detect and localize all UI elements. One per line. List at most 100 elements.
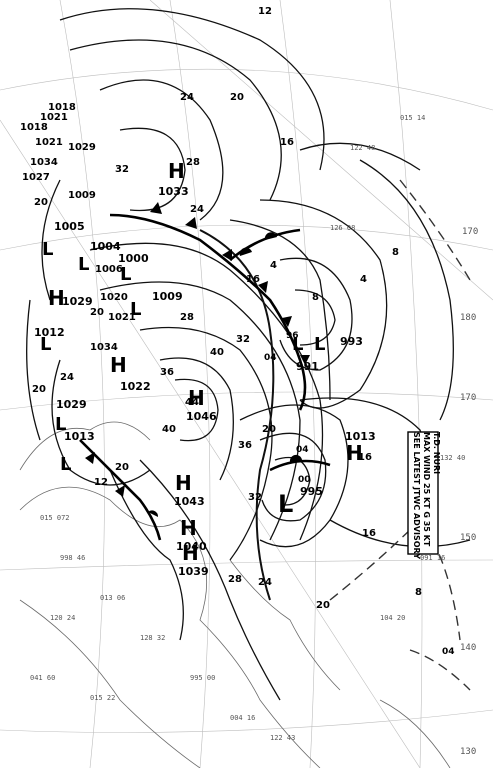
svg-text:998 46: 998 46: [60, 554, 85, 562]
svg-text:991: 991: [296, 360, 319, 373]
isobar-label: 20: [262, 424, 276, 435]
high-center: H 1013: [345, 430, 376, 465]
svg-text:1012: 1012: [34, 326, 65, 339]
fronts: [79, 202, 331, 541]
longitude-labels: 130 140 150 180 170 170: [460, 227, 478, 757]
longitude-label: 150: [460, 533, 476, 543]
pressure-value: 1021: [40, 112, 68, 123]
low-center: L 1013: [60, 430, 95, 475]
svg-text:H: H: [168, 159, 185, 183]
isobar-label: 36: [160, 367, 174, 378]
svg-text:122 43: 122 43: [270, 734, 295, 742]
svg-text:091 16: 091 16: [420, 554, 445, 562]
isobar-label: 20: [90, 307, 104, 318]
isobar-label: 24: [190, 204, 204, 215]
isobars: [26, 8, 471, 701]
svg-text:1039: 1039: [178, 565, 209, 578]
advisory-line-1: T.D. NURI: [432, 432, 441, 474]
pressure-value: 1027: [22, 172, 50, 183]
svg-text:1005: 1005: [54, 220, 85, 233]
isobar-label: 8: [392, 247, 399, 258]
svg-text:L: L: [314, 334, 325, 355]
high-center: H 1022: [110, 353, 151, 393]
high-center: H 1046: [186, 386, 217, 423]
svg-text:1040: 1040: [176, 540, 207, 553]
occluded-front: [269, 459, 331, 472]
svg-text:132 40: 132 40: [440, 454, 465, 462]
svg-text:1013: 1013: [345, 430, 376, 443]
small-labels: 04 96 04 00 04: [264, 331, 455, 657]
isobar-label: 16: [280, 137, 294, 148]
svg-text:L: L: [292, 334, 303, 355]
pressure-value: 1009: [68, 190, 96, 201]
isobar-label: 36: [238, 440, 252, 451]
svg-text:H: H: [182, 541, 199, 565]
pressure-value: 1020: [100, 292, 128, 303]
advisory-line-3: SEE LATEST JTWC ADVISORY: [412, 432, 421, 559]
isobar-label: 16: [362, 528, 376, 539]
svg-text:L: L: [55, 414, 66, 435]
low-center: L 1009: [130, 290, 183, 320]
small-label: 00: [298, 475, 311, 485]
svg-text:041 60: 041 60: [30, 674, 55, 682]
isobar-label: 12: [94, 477, 108, 488]
high-center: H 1039: [178, 541, 209, 578]
svg-text:1022: 1022: [120, 380, 151, 393]
isobar-label: 40: [162, 424, 176, 435]
svg-text:H: H: [346, 441, 363, 465]
advisory-box: T.D. NURI MAX WIND 25 KT G 35 KT SEE LAT…: [407, 431, 441, 559]
isobar-label: 16: [246, 274, 260, 285]
low-center: L 991: [292, 334, 319, 373]
isobar-label: 40: [210, 347, 224, 358]
svg-text:1004: 1004: [90, 240, 121, 253]
low-center: L 1000: [118, 252, 149, 285]
high-center: H 1043: [174, 471, 205, 508]
pressure-value: 1034: [30, 157, 58, 168]
isobar-label: 4: [270, 260, 277, 271]
svg-text:L: L: [278, 490, 293, 518]
isobar-label: 28: [228, 574, 242, 585]
low-center: L 1029: [55, 398, 87, 435]
isobar-label: 4: [360, 274, 367, 285]
isobar-label: 12: [258, 6, 272, 17]
svg-text:H: H: [110, 353, 127, 377]
isobar-label: 28: [180, 312, 194, 323]
svg-text:122 48: 122 48: [350, 144, 375, 152]
pressure-value: 1029: [68, 142, 96, 153]
pressure-value: 1018: [20, 122, 48, 133]
low-center: L 1005: [42, 220, 85, 260]
longitude-label: 130: [460, 747, 476, 757]
isobar-labels: 12 20 16 24 28 24 32 16 32 28 40 44 36 4…: [32, 6, 422, 611]
pressure-value: 1021: [108, 312, 136, 323]
pressure-value: 1034: [90, 342, 118, 353]
isobar-label: 24: [60, 372, 74, 383]
longitude-label: 180: [460, 313, 476, 323]
svg-text:015 14: 015 14: [400, 114, 425, 122]
coastlines: [19, 421, 451, 768]
small-label: 96: [286, 331, 299, 341]
advisory-line-2: MAX WIND 25 KT G 35 KT: [422, 432, 431, 547]
isobar-label: 20: [316, 600, 330, 611]
small-label: 04: [264, 353, 277, 363]
svg-text:995 00: 995 00: [190, 674, 215, 682]
svg-text:L: L: [78, 254, 89, 275]
svg-text:004 16: 004 16: [230, 714, 255, 722]
svg-text:L: L: [60, 454, 71, 475]
isobar-label: 20: [32, 384, 46, 395]
svg-text:015 22: 015 22: [90, 694, 115, 702]
svg-text:1000: 1000: [118, 252, 149, 265]
isobar-label: 16: [358, 452, 372, 463]
low-center: L 1012: [34, 326, 65, 355]
high-center: H 1040: [176, 516, 207, 553]
high-center: H 1033: [158, 159, 189, 198]
svg-text:128 32: 128 32: [140, 634, 165, 642]
isobar-label: 44: [185, 397, 199, 408]
svg-text:H: H: [48, 286, 65, 310]
warm-front: [229, 228, 301, 261]
svg-text:1046: 1046: [186, 410, 217, 423]
svg-text:120 24: 120 24: [50, 614, 75, 622]
pressure-value: 1006: [95, 264, 123, 275]
station-plots: 015 072 998 46 013 06 128 32 995 00 004 …: [30, 114, 465, 742]
